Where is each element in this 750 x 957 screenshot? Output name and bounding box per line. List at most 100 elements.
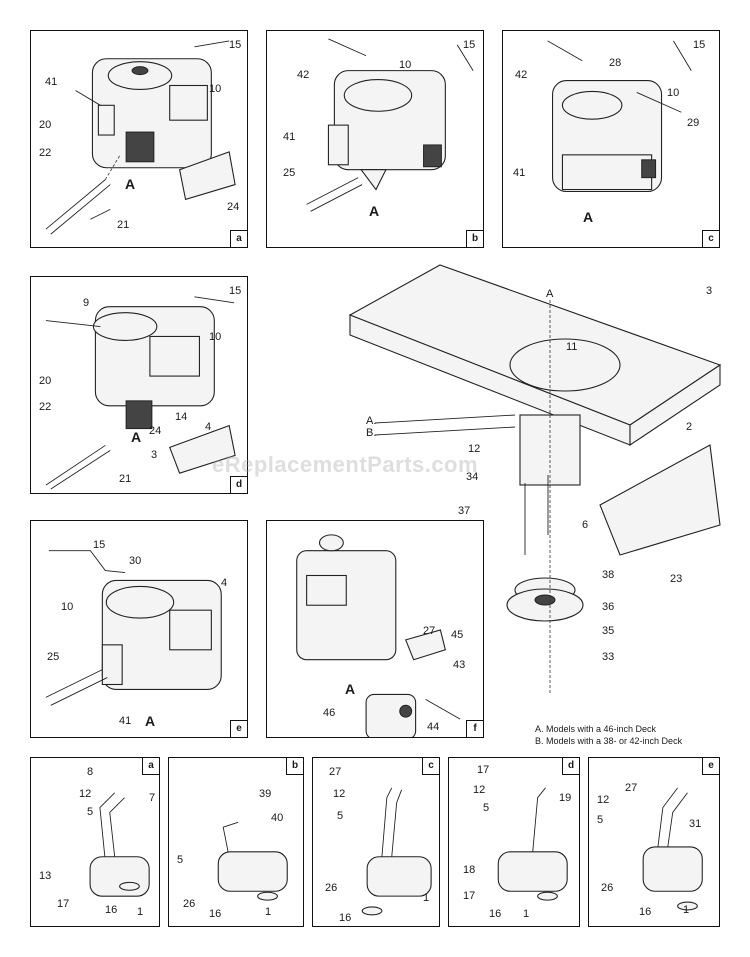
callout-34: 34 xyxy=(466,471,479,483)
engine-d-drawing xyxy=(45,296,236,490)
engine-e-drawing xyxy=(45,550,222,706)
callout-4: 4 xyxy=(221,577,228,589)
callout-27: 27 xyxy=(329,766,342,778)
callout-17: 17 xyxy=(477,764,490,776)
callout-42: 42 xyxy=(297,69,310,81)
panel-letter: a xyxy=(230,230,247,247)
callout-20: 20 xyxy=(39,119,52,131)
callout-28: 28 xyxy=(609,57,622,69)
muffler-panel-c: 27 12 5 26 16 1 c xyxy=(312,757,440,927)
muffler-e-drawing xyxy=(642,787,703,911)
callout-3: 3 xyxy=(151,449,158,461)
callout-10: 10 xyxy=(61,601,74,613)
callout-14: 14 xyxy=(175,411,188,423)
callout-12: 12 xyxy=(468,443,481,455)
callout-3: 3 xyxy=(706,285,713,297)
engine-panel-e: 15 30 4 10 25 41 A e xyxy=(30,520,248,738)
deck-note-b: B. Models with a 38- or 42-inch Deck xyxy=(535,736,683,746)
callout-A: A xyxy=(546,288,554,300)
callout-15: 15 xyxy=(463,39,476,51)
engine-a-drawing xyxy=(45,40,236,235)
callout-20: 20 xyxy=(39,375,52,387)
watermark: eReplacementParts.com xyxy=(212,452,479,477)
callout-33: 33 xyxy=(602,651,615,663)
callout-46: 46 xyxy=(323,707,336,719)
panel-letter: d xyxy=(230,476,247,493)
callout-21: 21 xyxy=(117,219,130,231)
callout-10: 10 xyxy=(209,331,222,343)
callout-16: 16 xyxy=(209,908,222,920)
callout-31: 31 xyxy=(689,818,702,830)
panel-letter: e xyxy=(702,758,719,775)
callout-16: 16 xyxy=(339,912,352,924)
callout-23: 23 xyxy=(670,573,683,585)
muffler-panel-d: 17 12 5 19 18 17 16 1 d xyxy=(448,757,580,927)
callout-5: 5 xyxy=(177,854,184,866)
muffler-d-drawing xyxy=(497,787,568,901)
callout-25: 25 xyxy=(283,167,296,179)
callout-36: 36 xyxy=(602,601,615,613)
callout-1: 1 xyxy=(423,892,430,904)
panel-letter: f xyxy=(466,720,483,737)
callout-22: 22 xyxy=(39,147,52,159)
model-marker-a: A xyxy=(345,681,356,697)
callout-9: 9 xyxy=(83,297,90,309)
callout-21: 21 xyxy=(119,473,132,485)
callout-15: 15 xyxy=(93,539,106,551)
callout-30: 30 xyxy=(129,555,142,567)
callout-41: 41 xyxy=(45,76,58,88)
model-marker-a: A xyxy=(369,203,380,219)
callout-15: 15 xyxy=(229,285,242,297)
callout-18: 18 xyxy=(463,864,476,876)
callout-41: 41 xyxy=(283,131,296,143)
callout-41: 41 xyxy=(119,715,132,727)
callout-2: 2 xyxy=(686,421,693,433)
muffler-b-drawing xyxy=(217,821,288,901)
callout-12: 12 xyxy=(473,784,486,796)
callout-37: 37 xyxy=(458,505,471,517)
callout-45: 45 xyxy=(451,629,464,641)
callout-44: 44 xyxy=(427,721,440,733)
panel-letter: e xyxy=(230,720,247,737)
engine-c-drawing xyxy=(547,40,692,193)
model-marker-a: A xyxy=(125,176,136,192)
callout-5: 5 xyxy=(597,814,604,826)
muffler-panel-e: 27 12 5 31 26 16 1 e xyxy=(588,757,720,927)
callout-6: 6 xyxy=(582,519,589,531)
muffler-c-drawing xyxy=(361,787,432,916)
frame-drawing xyxy=(348,264,722,695)
callout-7: 7 xyxy=(149,792,156,804)
panel-letter: a xyxy=(142,758,159,775)
callout-35: 35 xyxy=(602,625,615,637)
callout-27: 27 xyxy=(625,782,638,794)
muffler-panel-b: 39 40 5 26 16 1 b xyxy=(168,757,304,927)
callout-13: 13 xyxy=(39,870,52,882)
engine-panel-d: 9 15 10 20 22 14 24 4 3 21 A d xyxy=(30,276,248,494)
callout-24: 24 xyxy=(227,201,240,213)
muffler-a-drawing xyxy=(89,792,150,897)
callout-16: 16 xyxy=(105,904,118,916)
panel-letter: c xyxy=(422,758,439,775)
callout-1: 1 xyxy=(683,904,690,916)
model-marker-a: A xyxy=(583,209,594,225)
callout-26: 26 xyxy=(601,882,614,894)
panel-letter: b xyxy=(286,758,303,775)
callout-38: 38 xyxy=(602,569,615,581)
engine-panel-b: 42 10 15 41 25 A b xyxy=(266,30,484,248)
callout-17: 17 xyxy=(57,898,70,910)
panel-letter: d xyxy=(562,758,579,775)
callout-B-dot: B. xyxy=(366,427,377,439)
callout-42: 42 xyxy=(515,69,528,81)
callout-17b: 17 xyxy=(463,890,476,902)
callout-26: 26 xyxy=(325,882,338,894)
engine-panel-f: 27 45 43 46 44 A f xyxy=(266,520,484,738)
panel-letter: b xyxy=(466,230,483,247)
callout-25: 25 xyxy=(47,651,60,663)
callout-12: 12 xyxy=(79,788,92,800)
callout-10: 10 xyxy=(399,59,412,71)
callout-A-dot: A. xyxy=(366,415,377,427)
callout-40: 40 xyxy=(271,812,284,824)
callout-11: 11 xyxy=(566,341,578,353)
engine-panel-c: 15 42 28 10 29 41 A c xyxy=(502,30,720,248)
callout-5: 5 xyxy=(87,806,94,818)
